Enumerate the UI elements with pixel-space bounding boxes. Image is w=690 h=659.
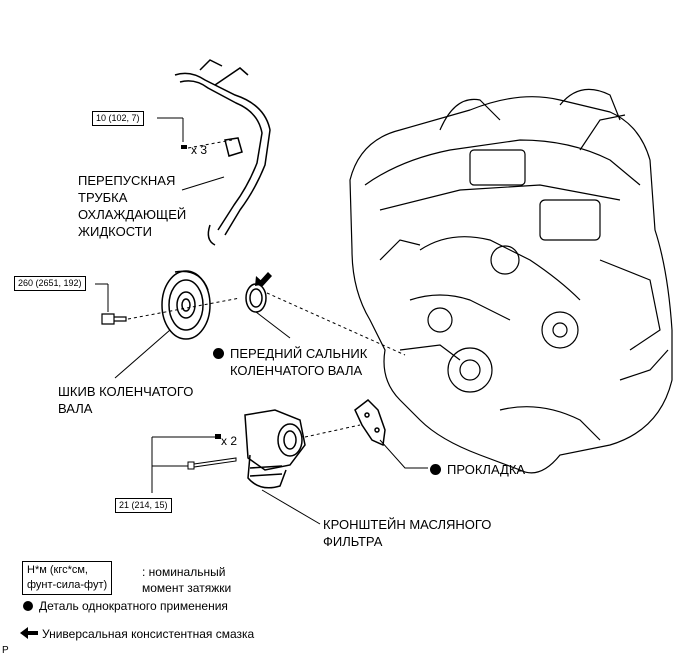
pipe-bolt-icon (181, 145, 187, 149)
oil-filter-bracket-label: КРОНШТЕЙН МАСЛЯНОГО ФИЛЬТРА (323, 517, 492, 549)
pipe-label-leader (181, 176, 225, 191)
corner-mark: P (2, 645, 9, 656)
grease-arrow-icon (255, 272, 272, 287)
pulley-dash-line (127, 297, 241, 320)
bracket-bolt-qty: x 2 (221, 434, 238, 448)
engine-block-drawing (349, 88, 673, 474)
non-reusable-icon (430, 464, 441, 475)
crank-pulley-drawing (161, 270, 211, 340)
gasket-drawing (354, 399, 386, 447)
gasket-label: ПРОКЛАДКА (447, 462, 526, 477)
legend-grease-text: Универсальная консистентная смазка (42, 627, 255, 641)
pulley-label-leader (114, 329, 171, 379)
pulley-bolt-torque-box: 260 (2651, 192) (14, 276, 86, 291)
seal-label-leader (255, 311, 291, 339)
bracket-label-leader (261, 489, 321, 525)
seal-dash-line (266, 292, 406, 356)
pipe-dash-line (187, 139, 233, 149)
crank-pulley-label: ШКИВ КОЛЕНЧАТОГО ВАЛА (58, 384, 194, 416)
legend-unit-box: Н*м (кгс*см, фунт-сила-фут) (22, 561, 113, 595)
legend-non-reusable-icon (23, 601, 33, 611)
oil-filter-bracket-drawing (244, 409, 306, 489)
pulley-bolt-icon (101, 313, 127, 325)
pipe-bolt-torque-box: 10 (102, 7) (92, 111, 144, 126)
legend-unit-desc: : номинальный момент затяжки (142, 565, 232, 595)
non-reusable-icon (213, 348, 224, 359)
bypass-pipe-drawing (174, 59, 271, 246)
legend-non-reusable-text: Деталь однократного применения (39, 599, 228, 613)
front-oil-seal-drawing (245, 283, 267, 313)
pipe-bolt-qty: x 3 (191, 143, 208, 157)
legend-grease-arrow-icon (20, 627, 38, 639)
bypass-pipe-label: ПЕРЕПУСКНАЯ ТРУБКА ОХЛАЖДАЮЩЕЙ ЖИДКОСТИ (78, 173, 187, 239)
bracket-bolt-icon (215, 434, 221, 439)
bracket-bolt-torque-box: 21 (214, 15) (115, 498, 172, 513)
front-oil-seal-label: ПЕРЕДНИЙ САЛЬНИК КОЛЕНЧАТОГО ВАЛА (230, 346, 368, 378)
bracket-dash-line (304, 424, 361, 438)
gasket-label-leader (379, 439, 428, 469)
bracket-long-bolt-icon (187, 457, 237, 470)
